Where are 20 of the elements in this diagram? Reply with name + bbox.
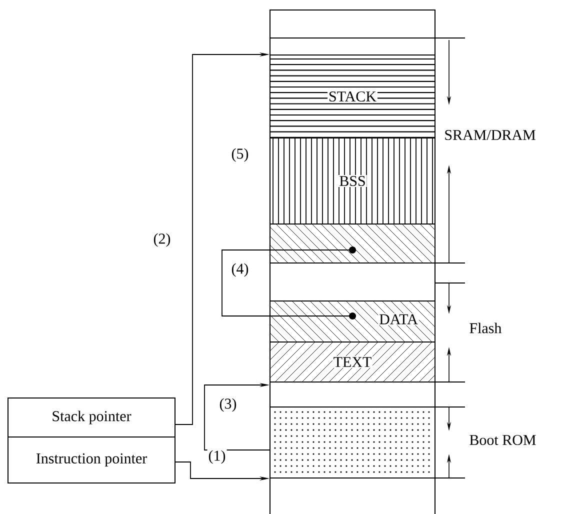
pointer-register: Instruction pointer bbox=[8, 436, 176, 484]
edge-label: (4) bbox=[230, 262, 250, 278]
memory-segment: STACK bbox=[270, 54, 436, 138]
memory-segment bbox=[270, 224, 436, 264]
memory-segment: DATA bbox=[270, 300, 436, 342]
step-label: (5) bbox=[232, 148, 248, 162]
arrow bbox=[222, 246, 356, 320]
edge-label: (3) bbox=[218, 397, 238, 413]
region-label: Boot ROM bbox=[470, 434, 536, 446]
arrow bbox=[204, 382, 270, 450]
pointer-register: Stack pointer bbox=[8, 398, 176, 438]
node-label: BSS bbox=[340, 176, 365, 186]
memory-segment: TEXT bbox=[270, 342, 436, 382]
region-label: Flash bbox=[470, 322, 502, 334]
edge-label: (2) bbox=[152, 232, 172, 248]
memory-segment bbox=[270, 382, 436, 408]
memory-segment: BSS bbox=[270, 138, 436, 224]
edge-label: (1) bbox=[207, 449, 227, 465]
memory-segment bbox=[270, 406, 436, 478]
region-label: SRAM/DRAM bbox=[445, 130, 536, 140]
